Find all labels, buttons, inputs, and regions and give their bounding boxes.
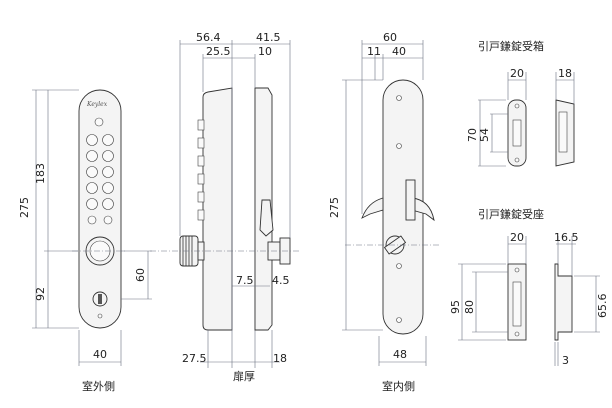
dim-exterior-upper-height: 183 <box>34 163 47 184</box>
dim-interior-top-a: 11 <box>367 45 381 58</box>
dim-side-top-b: 25.5 <box>206 45 231 58</box>
dim-side-top-d: 10 <box>258 45 272 58</box>
dim-strike-plate-height-inner: 80 <box>463 300 476 314</box>
strike-plate-title: 引戸鎌錠受座 <box>478 207 544 221</box>
dim-strike-plate-depth: 16.5 <box>554 231 579 244</box>
door-thickness-label: 扉厚 <box>233 370 255 383</box>
dim-side-top-c: 41.5 <box>256 31 281 44</box>
dim-side-bottom-a: 27.5 <box>182 352 207 365</box>
exterior-side-label: 室外側 <box>82 379 115 393</box>
dim-strike-plate-side-height: 65.6 <box>596 294 609 319</box>
dim-side-spindle-b: 4.5 <box>272 274 290 287</box>
strike-box: 引戸鎌錠受箱 20 70 54 18 <box>466 39 575 167</box>
dim-interior-top-b: 40 <box>392 45 406 58</box>
side-exterior-body <box>202 87 233 331</box>
dim-side-top-a: 56.4 <box>196 31 221 44</box>
dim-strike-plate-height-outer: 95 <box>449 300 462 314</box>
interior-lever <box>361 197 384 219</box>
dim-side-bottom-b: 18 <box>273 352 287 365</box>
brand-logo: Keylex <box>86 101 108 108</box>
dim-strike-plate-thickness: 3 <box>562 354 569 367</box>
dim-exterior-total-height: 275 <box>18 197 31 218</box>
dim-strike-box-width: 20 <box>510 67 524 80</box>
interior-view: 275 60 11 40 48 室内側 <box>328 31 440 393</box>
interior-side-label: 室内側 <box>382 379 415 393</box>
dim-interior-total-height: 275 <box>328 197 341 218</box>
dim-exterior-lower-height: 92 <box>34 287 47 301</box>
exterior-faceplate <box>78 89 122 329</box>
side-hook <box>259 199 274 237</box>
keypad <box>86 134 114 225</box>
dim-interior-bottom-width: 48 <box>393 348 407 361</box>
dim-exterior-handle-offset: 60 <box>134 268 147 282</box>
clear-button <box>94 117 104 127</box>
strike-plate: 引戸鎌錠受座 20 95 80 16.5 65.6 3 <box>449 207 609 367</box>
dim-strike-box-height-outer: 70 <box>466 128 479 142</box>
strike-box-title: 引戸鎌錠受箱 <box>478 39 544 53</box>
dim-strike-box-height-inner: 54 <box>478 128 491 142</box>
exterior-view: Keylex 275 183 92 <box>18 89 152 393</box>
dim-side-spindle-a: 7.5 <box>236 274 254 287</box>
dim-interior-width: 60 <box>383 31 397 44</box>
strike-plate-side <box>554 263 573 341</box>
dim-strike-plate-width: 20 <box>510 231 524 244</box>
dim-strike-box-depth: 18 <box>558 67 572 80</box>
dim-exterior-width: 40 <box>93 348 107 361</box>
side-buttons <box>197 119 205 221</box>
side-view: 56.4 25.5 41.5 10 7.5 4.5 27.5 18 扉厚 <box>150 31 300 383</box>
